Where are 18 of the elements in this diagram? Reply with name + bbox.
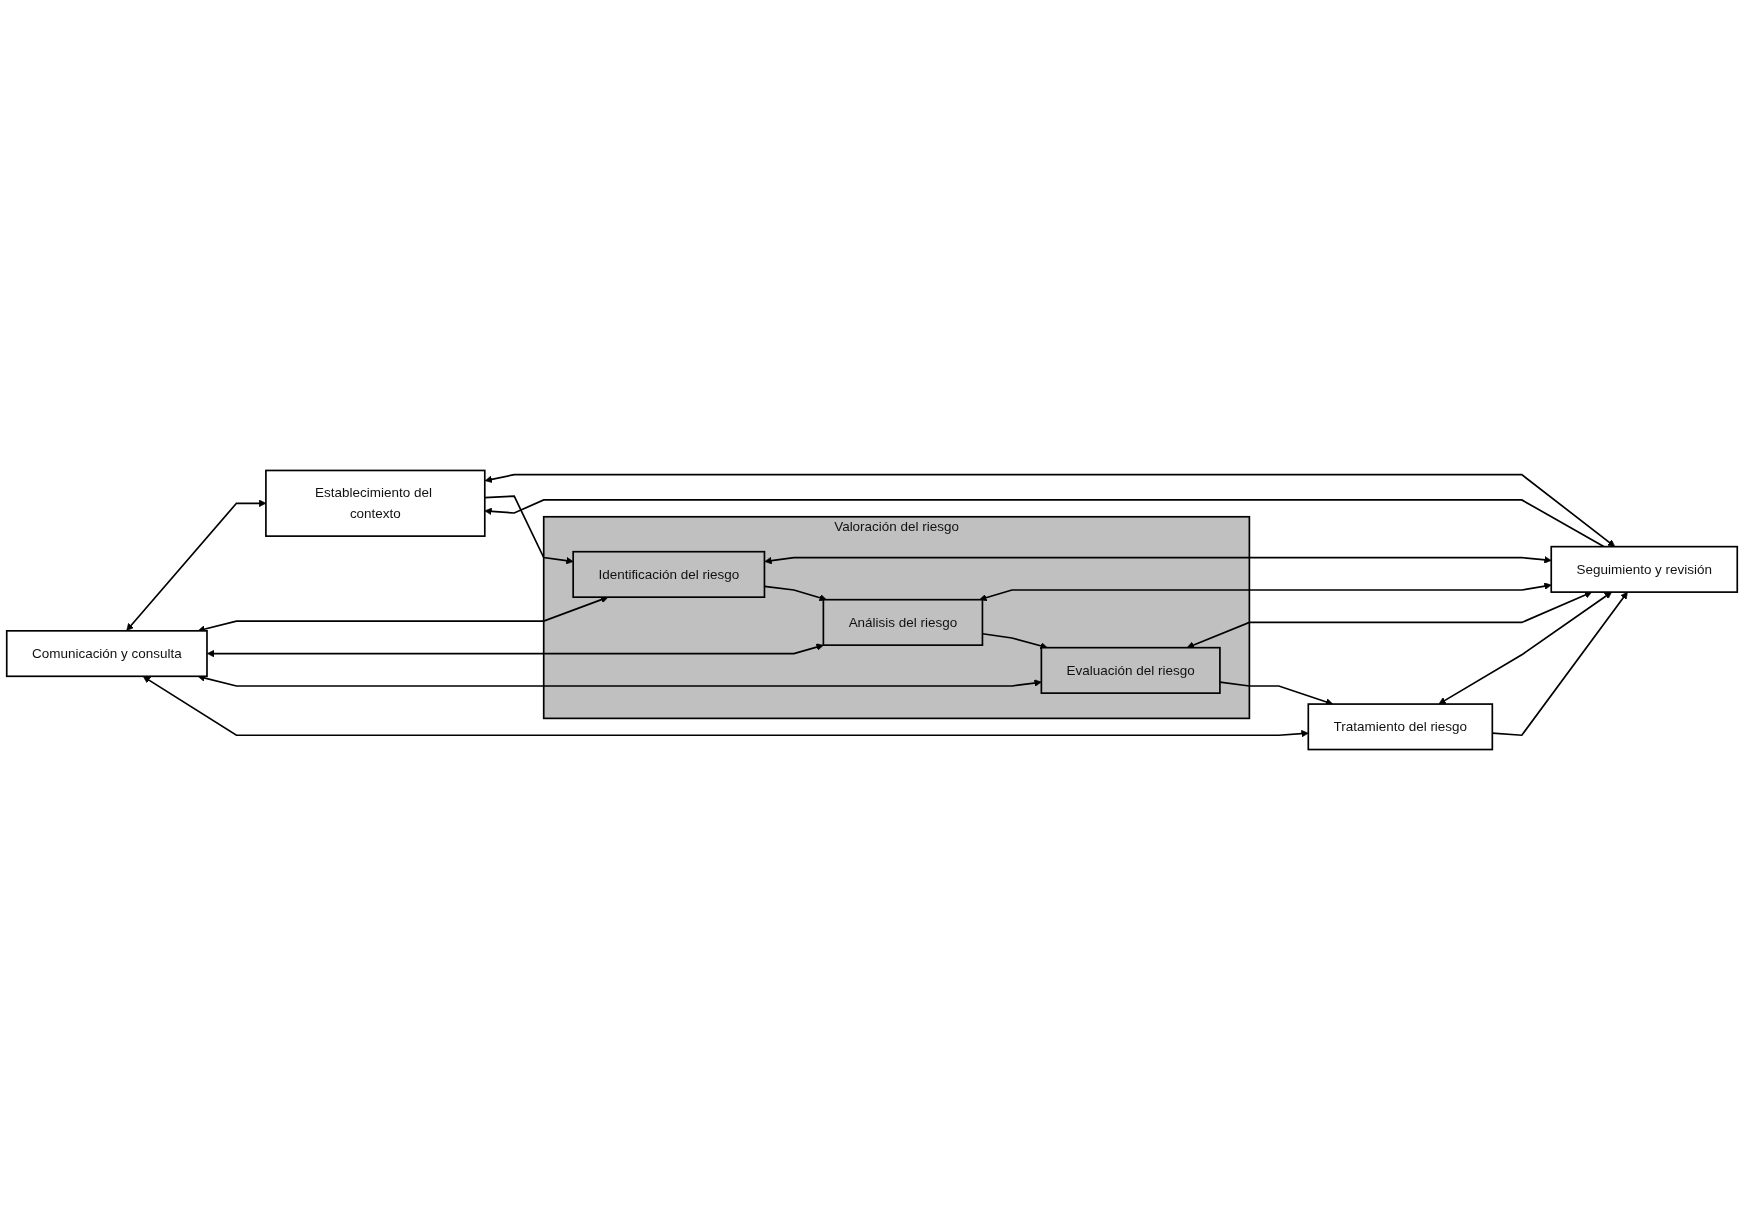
node-box: Seguimiento y revisión xyxy=(1550,545,1739,593)
arrow xyxy=(142,676,1309,738)
node-box: Análisis del riesgo xyxy=(822,598,984,646)
arrow xyxy=(1438,591,1612,705)
node-box: Tratamiento del riesgo xyxy=(1307,703,1494,751)
node-box: Evaluación del riesgo xyxy=(1040,646,1221,694)
node-box: Establecimiento del contexto xyxy=(265,469,486,537)
arrow xyxy=(764,556,1552,565)
arrow xyxy=(484,473,1616,547)
node-box: Identificación del riesgo xyxy=(572,550,766,598)
arrow xyxy=(484,499,1605,548)
arrow xyxy=(207,643,824,658)
arrow xyxy=(979,582,1552,602)
node-box: Comunicación y consulta xyxy=(5,630,208,678)
arrow xyxy=(1186,591,1593,649)
arrow xyxy=(197,674,1042,687)
arrow xyxy=(197,596,609,633)
arrow xyxy=(1219,681,1334,706)
